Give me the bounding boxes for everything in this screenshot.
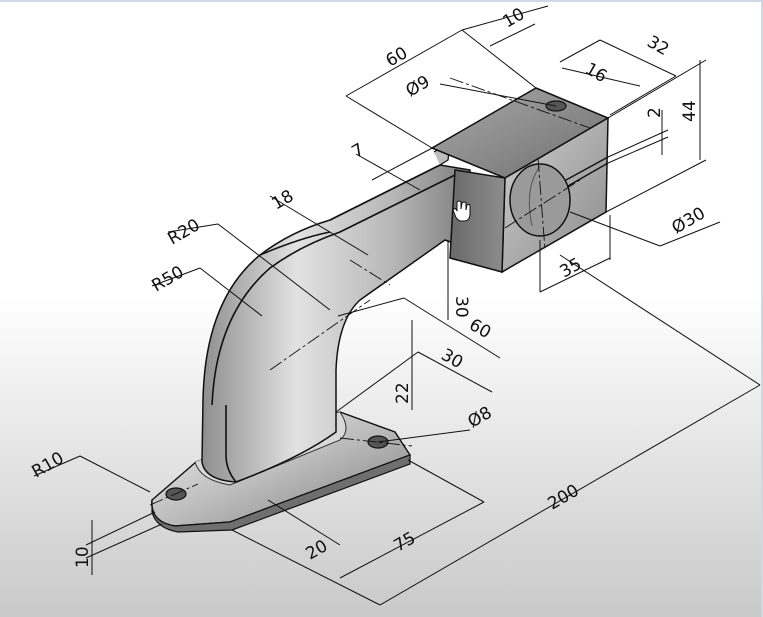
dim-32: 32 <box>644 32 673 60</box>
dim-35: 35 <box>557 254 586 282</box>
split-block <box>430 87 610 274</box>
dim-16: 16 <box>582 59 611 87</box>
bore-hole <box>509 163 571 237</box>
dim-phi9: Ø9 <box>403 72 434 101</box>
dimension-lines <box>33 5 761 606</box>
dim-phi30: Ø30 <box>669 204 709 239</box>
dim-10: 10 <box>500 4 529 32</box>
dim-20: 20 <box>303 536 332 564</box>
dim-60-top: 60 <box>383 43 412 71</box>
dim-30-mid: 30 <box>438 345 467 373</box>
window-right-border <box>761 0 763 617</box>
dim-44: 44 <box>680 100 700 122</box>
window-top-border <box>0 0 763 2</box>
dim-200: 200 <box>545 481 583 515</box>
dim-r10: R10 <box>29 448 68 482</box>
dim-phi8: Ø8 <box>465 403 496 432</box>
dim-75: 75 <box>391 528 420 556</box>
dim-2: 2 <box>645 107 665 118</box>
dim-10-base: 10 <box>73 546 93 568</box>
dim-r20: R20 <box>165 215 204 249</box>
dim-r50: R50 <box>149 262 188 296</box>
hand-cursor-icon <box>452 200 471 222</box>
dim-30-vertical: 30 <box>451 296 471 318</box>
dim-22: 22 <box>393 382 413 404</box>
part-model <box>151 87 610 533</box>
